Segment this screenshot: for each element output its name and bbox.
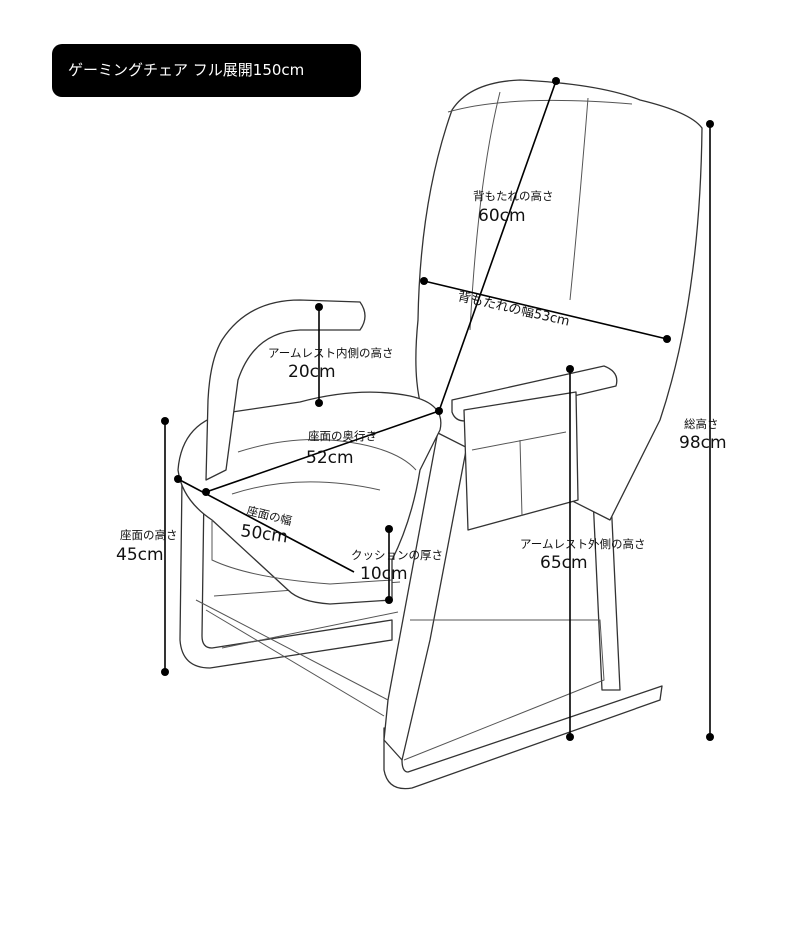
dim-line-backrest-height [438,80,557,412]
value-armrest-outer: 65cm [540,553,588,573]
value-total-height: 98cm [679,433,727,453]
backrest-headrest [447,99,633,113]
seat-seam-2 [231,481,381,495]
value-seat-depth: 52cm [306,448,354,468]
seat-side [211,520,393,585]
label-armrest-outer: アームレスト外側の高さ [520,537,645,551]
chair-frame-crossbar [195,581,401,717]
chair-frame-runner [383,685,663,790]
value-backrest-height: 60cm [478,206,526,226]
label-total-height: 総高さ [684,417,719,431]
dim-line-backrest-width [423,280,668,340]
dim-line-seat-width [177,478,355,573]
dim-line-seat-depth [205,410,440,493]
value-armrest-inner: 20cm [288,362,336,382]
chair-frame-lower [403,619,605,761]
side-pocket-divider [471,431,567,517]
armrest-left [205,299,366,481]
backrest-seam-1 [469,91,501,331]
label-cushion: クッションの厚さ [351,548,443,562]
chair-illustration [177,79,703,790]
label-armrest-inner: アームレスト内側の高さ [268,346,393,360]
backrest-seam-2 [569,97,589,301]
label-backrest-height: 背もたれの高さ [473,189,554,203]
value-cushion: 10cm [360,564,408,584]
label-seat-height: 座面の高さ [120,528,178,542]
seat-cushion [177,391,442,605]
dimension-lines [161,77,714,741]
value-seat-height: 45cm [116,545,164,565]
title-text: ゲーミングチェア フル展開150cm [68,61,305,79]
title-badge: ゲーミングチェア フル展開150cm [52,44,361,97]
label-seat-depth: 座面の奥行き [308,429,377,443]
